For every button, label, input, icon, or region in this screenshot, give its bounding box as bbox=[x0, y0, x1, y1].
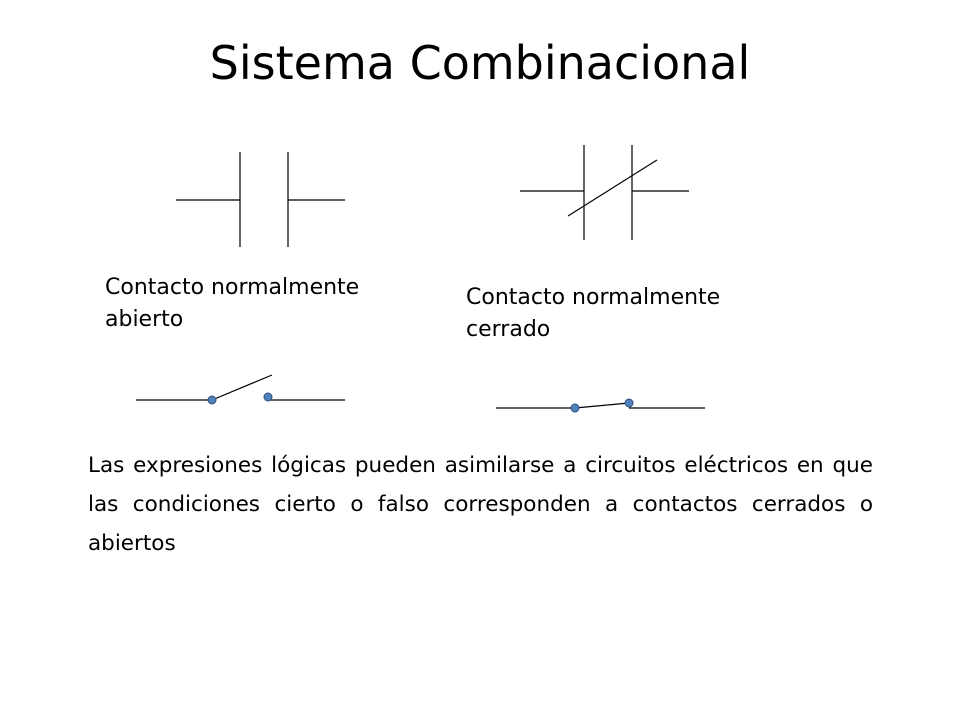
normally-closed-ladder-symbol bbox=[520, 145, 689, 240]
normally-open-ladder-symbol bbox=[176, 152, 345, 247]
open-switch-left-node bbox=[207, 395, 217, 405]
closed-contact-caption: Contacto normalmente cerrado bbox=[466, 282, 720, 346]
explanation-paragraph: Las expresiones lógicas pueden asimilars… bbox=[88, 453, 873, 556]
open-contact-caption-line2: abierto bbox=[105, 307, 184, 332]
open-contact-caption-line1: Contacto normalmente bbox=[105, 275, 360, 300]
open-switch-blade bbox=[211, 374, 273, 401]
nc-diagonal bbox=[567, 159, 658, 217]
closed-contact-caption-line1: Contacto normalmente bbox=[466, 285, 721, 310]
slide-title: Sistema Combinacional bbox=[209, 36, 751, 90]
open-switch-right-node bbox=[263, 392, 273, 402]
closed-switch-blade bbox=[574, 402, 630, 409]
open-contact-caption: Contacto normalmente abierto bbox=[105, 272, 359, 336]
closed-switch-symbol bbox=[496, 398, 705, 413]
open-switch-symbol bbox=[136, 374, 345, 405]
closed-switch-left-node bbox=[570, 403, 580, 413]
closed-switch-right-node bbox=[624, 398, 634, 408]
closed-contact-caption-line2: cerrado bbox=[466, 317, 551, 342]
